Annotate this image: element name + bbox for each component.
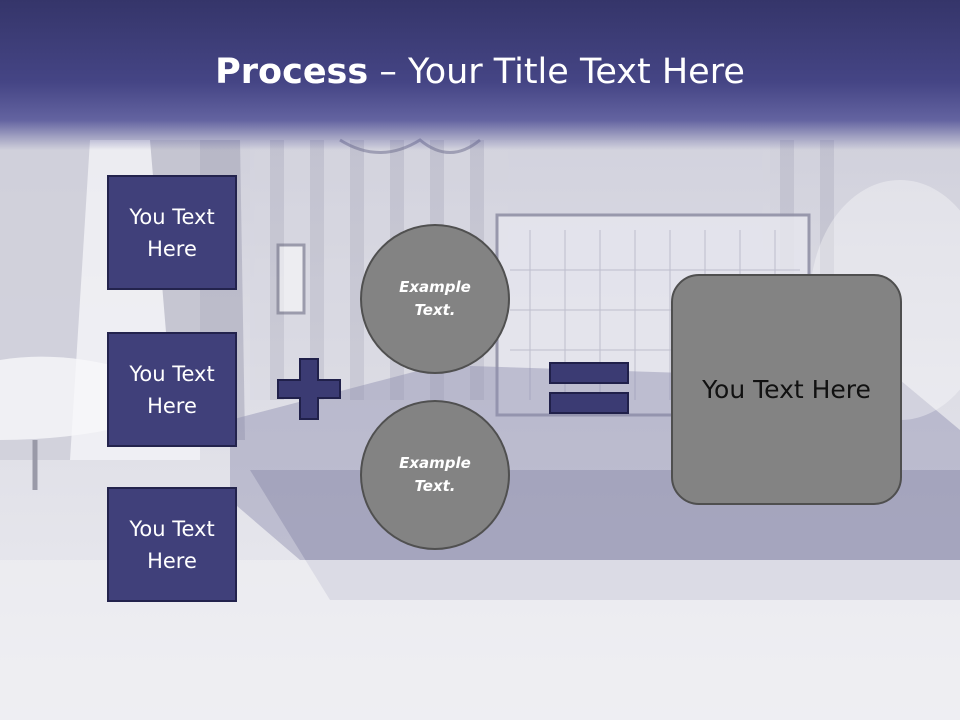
left-box-1: You Text Here [107,175,237,290]
equals-icon [549,362,629,414]
title-rest: – Your Title Text Here [368,52,745,92]
example-circle-2: Example Text. [360,400,510,550]
left-box-label: You Text Here [129,516,215,573]
plus-icon [277,358,341,420]
left-box-2: You Text Here [107,332,237,447]
example-circle-1: Example Text. [360,224,510,374]
circle-label: Example Text. [399,278,471,319]
title-strong: Process [215,52,369,92]
slide-title: Process – Your Title Text Here [0,52,960,92]
left-box-label: You Text Here [129,361,215,418]
title-bar [0,0,960,150]
result-box: You Text Here [671,274,902,505]
result-label: You Text Here [702,375,871,404]
circle-label: Example Text. [399,454,471,495]
left-box-label: You Text Here [129,204,215,261]
left-box-3: You Text Here [107,487,237,602]
